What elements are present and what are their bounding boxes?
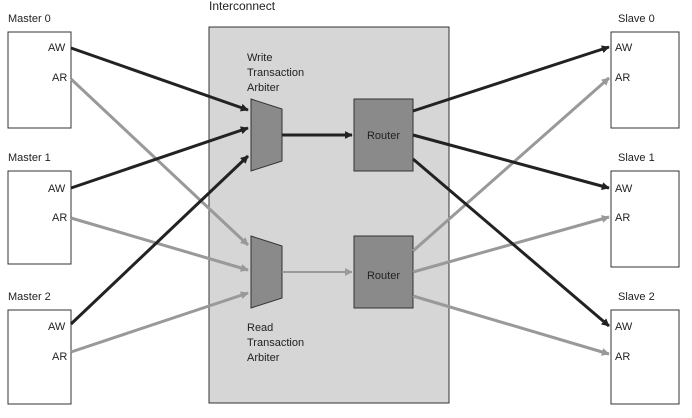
slave-1-label: Slave 1 bbox=[618, 152, 655, 164]
slave-0-aw-port: AW bbox=[615, 42, 633, 54]
slave-2: Slave 2 AW AR bbox=[610, 291, 680, 405]
master-0-ar-port: AR bbox=[52, 72, 67, 84]
write-router-to-slave-2-aw bbox=[412, 157, 610, 328]
master-0-ar-to-read-arbiter bbox=[69, 77, 250, 247]
master-2: Master 2 AW AR bbox=[7, 291, 72, 405]
write-router: Router bbox=[353, 98, 414, 172]
read-transaction-arbiter: Read Transaction Arbiter bbox=[247, 235, 304, 364]
master-2-box bbox=[7, 309, 72, 405]
master-1-ar-to-read-arbiter bbox=[70, 216, 249, 272]
write-arbiter-label-line-2: Transaction bbox=[247, 67, 304, 79]
read-router-box bbox=[353, 235, 414, 309]
write-paths bbox=[69, 45, 610, 328]
write-arbiter-label-line-3: Arbiter bbox=[247, 82, 280, 94]
read-router-to-slave-2-ar bbox=[412, 294, 610, 356]
slave-1-box bbox=[610, 170, 680, 268]
master-2-label: Master 2 bbox=[8, 291, 51, 303]
read-router-label: Router bbox=[367, 270, 400, 282]
read-router-to-slave-0-ar bbox=[412, 76, 610, 253]
master-2-ar-port: AR bbox=[52, 351, 67, 363]
slave-2-aw-port: AW bbox=[615, 321, 633, 333]
slave-1-ar-port: AR bbox=[615, 212, 630, 224]
slave-0-box bbox=[610, 31, 680, 129]
master-1-box bbox=[7, 170, 72, 265]
read-router: Router bbox=[353, 235, 414, 309]
master-2-aw-port: AW bbox=[48, 321, 66, 333]
read-arbiter-label-line-1: Read bbox=[247, 322, 273, 334]
slave-0-label: Slave 0 bbox=[618, 13, 655, 25]
slave-0-ar-port: AR bbox=[615, 72, 630, 84]
slave-1-aw-port: AW bbox=[615, 183, 633, 195]
master-2-ar-to-read-arbiter bbox=[70, 291, 249, 354]
master-1-ar-port: AR bbox=[52, 212, 67, 224]
master-1-aw-to-write-arbiter bbox=[70, 126, 249, 190]
interconnect-title: Interconnect bbox=[209, 0, 276, 13]
write-router-label: Router bbox=[367, 130, 400, 142]
master-1: Master 1 AW AR bbox=[7, 152, 72, 265]
write-transaction-arbiter: Write Transaction Arbiter bbox=[247, 52, 304, 172]
master-0-label: Master 0 bbox=[8, 13, 51, 25]
read-arbiter-shape bbox=[250, 235, 283, 309]
master-0-aw-to-write-arbiter bbox=[70, 46, 249, 112]
write-arbiter-label-line-1: Write bbox=[247, 52, 272, 64]
write-arbiter-shape bbox=[250, 98, 283, 172]
master-1-label: Master 1 bbox=[8, 152, 51, 164]
read-arbiter-label-line-3: Arbiter bbox=[247, 352, 280, 364]
read-paths bbox=[69, 76, 610, 356]
interconnect-region bbox=[208, 26, 450, 404]
slave-2-ar-port: AR bbox=[615, 351, 630, 363]
slave-0: Slave 0 AW AR bbox=[610, 13, 680, 129]
master-0-aw-port: AW bbox=[48, 42, 66, 54]
master-2-aw-to-write-arbiter bbox=[69, 154, 250, 326]
write-router-to-slave-1-aw bbox=[412, 133, 610, 190]
master-0-box bbox=[7, 31, 72, 129]
slave-2-label: Slave 2 bbox=[618, 291, 655, 303]
slave-2-box bbox=[610, 309, 680, 405]
read-arbiter-label-line-2: Transaction bbox=[247, 337, 304, 349]
slave-1: Slave 1 AW AR bbox=[610, 152, 680, 268]
read-router-to-slave-1-ar bbox=[412, 215, 610, 274]
master-0: Master 0 AW AR bbox=[7, 13, 72, 129]
write-router-to-slave-0-aw bbox=[412, 45, 610, 113]
master-1-aw-port: AW bbox=[48, 183, 66, 195]
